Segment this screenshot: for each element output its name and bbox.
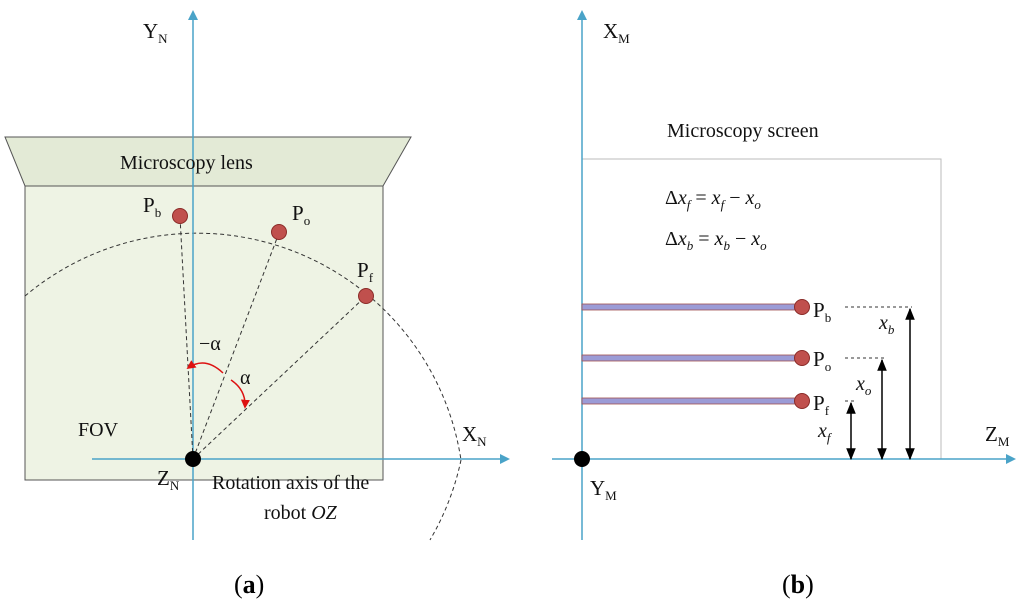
point-po-b xyxy=(794,350,810,366)
microscopy-lens-shape xyxy=(4,136,412,187)
y-axis-n-label: YN xyxy=(143,19,168,46)
point-pb-a-label: Pb xyxy=(143,193,161,220)
point-pf-a xyxy=(358,288,374,304)
origin-zn xyxy=(185,451,201,467)
equation-delta-xf: Δxf = xf − xo xyxy=(665,187,761,212)
caption-a: (a) xyxy=(234,570,264,599)
angle-neg-alpha-arc xyxy=(186,360,224,374)
point-po-b-label: Po xyxy=(813,347,831,374)
radius-po xyxy=(192,232,280,460)
angle-alpha-arc xyxy=(230,379,250,409)
lens-label: Microscopy lens xyxy=(120,152,253,174)
point-po-a xyxy=(271,224,287,240)
rotation-arc-lower xyxy=(429,459,462,541)
radius-pf xyxy=(192,295,367,460)
bar-pf xyxy=(581,397,803,405)
radius-pb xyxy=(179,216,194,460)
bar-po xyxy=(581,354,803,362)
panel-a: YN XN ZN Microscopy lens FOV Rotation ax… xyxy=(4,10,510,599)
origin-zn-label: ZN xyxy=(157,466,180,493)
angle-alpha-label: α xyxy=(240,367,251,389)
origin-ym-label: YM xyxy=(590,476,617,503)
point-pb-a xyxy=(172,208,188,224)
point-pf-a-label: Pf xyxy=(357,258,374,285)
microscopy-screen-box xyxy=(582,158,942,459)
rotation-label-line1: Rotation axis of the xyxy=(212,472,369,494)
origin-ym xyxy=(574,451,590,467)
rotation-label-line2: robot OZ xyxy=(264,502,338,524)
angle-neg-alpha-label: −α xyxy=(199,333,221,355)
panel-b: XM ZM YM Microscopy screen Δxf = xf − xo… xyxy=(552,10,1016,599)
x-axis-n-label: XN xyxy=(462,422,487,449)
equation-delta-xb: Δxb = xb − xo xyxy=(665,228,767,253)
dim-label-xf: xf xyxy=(817,420,833,445)
point-pb-b-label: Pb xyxy=(813,298,831,325)
x-axis-m-label: XM xyxy=(603,19,630,46)
point-pb-b xyxy=(794,299,810,315)
point-pf-b-label: Pf xyxy=(813,391,830,418)
z-axis-m-label: ZM xyxy=(985,422,1010,449)
dim-label-xo: xo xyxy=(855,373,872,398)
caption-b: (b) xyxy=(782,570,814,599)
bar-pb xyxy=(581,303,803,311)
point-po-a-label: Po xyxy=(292,201,310,228)
screen-label: Microscopy screen xyxy=(667,120,819,142)
fov-label: FOV xyxy=(78,419,119,441)
point-pf-b xyxy=(794,393,810,409)
dim-label-xb: xb xyxy=(878,312,895,337)
rotation-arc xyxy=(24,232,462,461)
